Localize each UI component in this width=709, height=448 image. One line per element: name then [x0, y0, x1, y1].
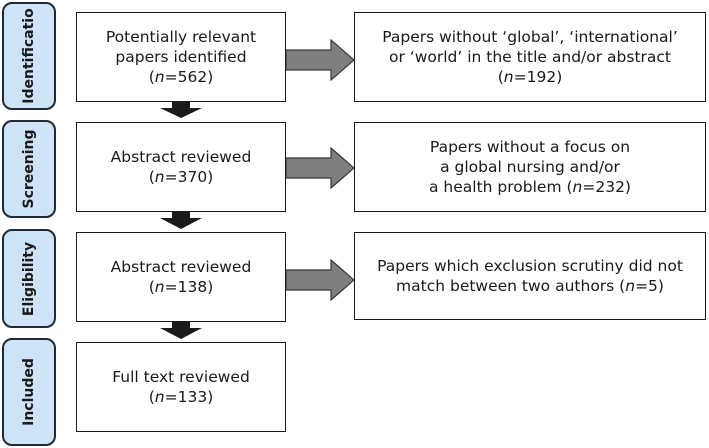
exclusion-box-focus: Papers without a focus on a global nursi… [354, 122, 706, 212]
exclusion-box-keywords: Papers without ‘global’, ‘international’… [354, 12, 706, 102]
down-arrow-1 [160, 102, 202, 118]
exclusion-box-keywords-line2: or ‘world’ in the title and/or abstract [388, 48, 672, 66]
main-box-eligibility: Abstract reviewed (n=138) [76, 232, 286, 322]
main-box-included: Full text reviewed (n=133) [76, 342, 286, 432]
exclusion-box-scrutiny: Papers which exclusion scrutiny did not … [354, 232, 706, 320]
down-arrow-2 [160, 212, 202, 229]
right-arrow-2 [285, 146, 355, 190]
down-arrow-3 [160, 322, 202, 339]
main-box-identified-line1: Potentially relevant [105, 28, 257, 46]
main-box-screening-count: (n=370) [148, 168, 214, 186]
exclusion-box-keywords-count: (n=192) [497, 68, 563, 86]
main-box-included-count: (n=133) [148, 388, 214, 406]
stage-identification: Identificatio [2, 2, 56, 110]
main-box-identified: Potentially relevant papers identified (… [76, 12, 286, 102]
exclusion-box-scrutiny-line1: Papers which exclusion scrutiny did not [377, 257, 683, 275]
exclusion-box-focus-line1: Papers without a focus on [429, 138, 631, 156]
exclusion-box-focus-line3: a health problem (n=232) [429, 178, 631, 196]
right-arrow-1 [285, 38, 355, 82]
main-box-eligibility-line1: Abstract reviewed [110, 258, 252, 276]
main-box-identified-count: (n=562) [148, 68, 214, 86]
main-box-screening-line1: Abstract reviewed [110, 148, 252, 166]
exclusion-box-focus-line2: a global nursing and/or [440, 158, 620, 176]
main-box-identified-line2: papers identified [115, 48, 247, 66]
main-box-included-line1: Full text reviewed [112, 368, 250, 386]
stage-screening: Screening [2, 120, 56, 218]
right-arrow-3 [285, 258, 355, 302]
stage-eligibility: Eligibility [2, 229, 56, 328]
exclusion-box-keywords-line1: Papers without ‘global’, ‘international’ [382, 28, 678, 46]
main-box-eligibility-count: (n=138) [148, 278, 214, 296]
stage-included: Included [2, 338, 56, 446]
exclusion-box-scrutiny-line2: match between two authors (n=5) [396, 277, 664, 295]
main-box-screening: Abstract reviewed (n=370) [76, 122, 286, 212]
